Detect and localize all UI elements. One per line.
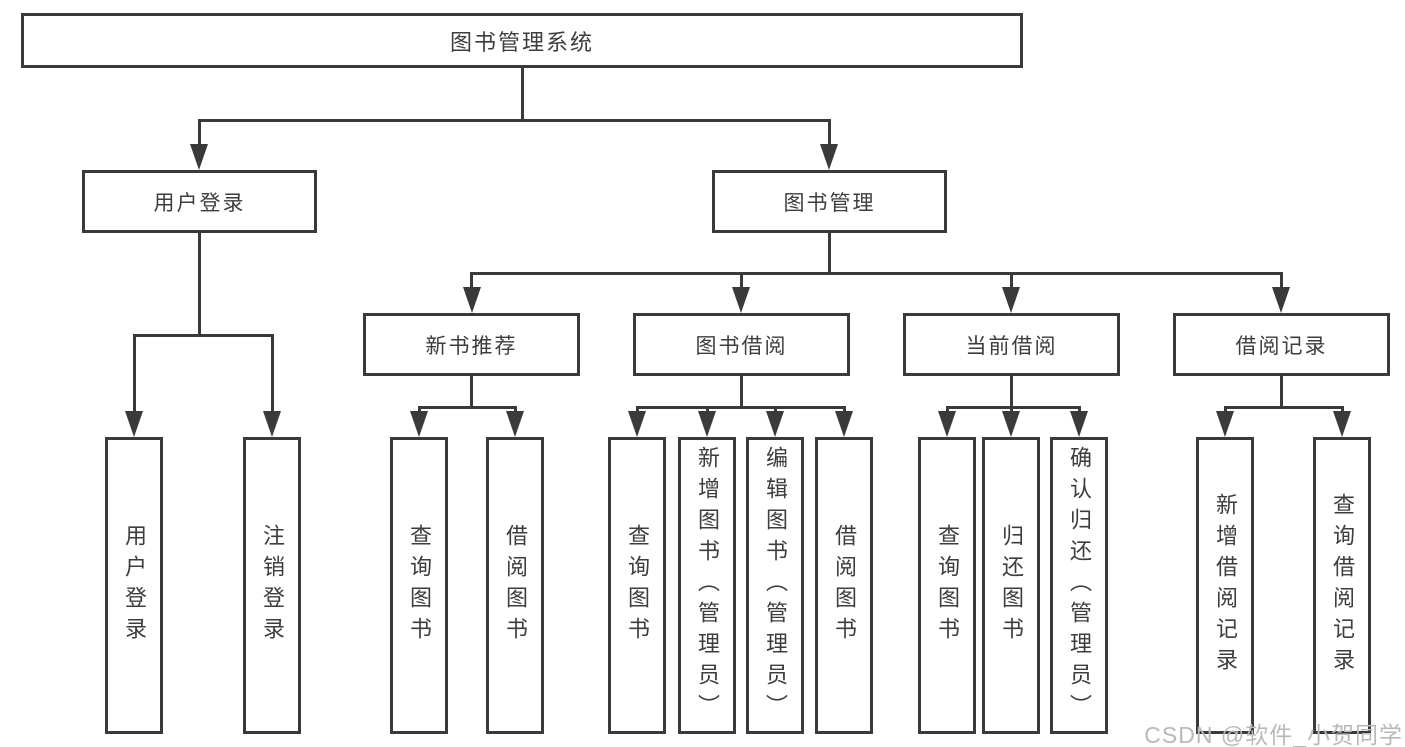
connector-current-stub xyxy=(1010,376,1013,407)
node-label: 查询图书 xyxy=(625,523,650,648)
node-label: 归还图书 xyxy=(999,523,1024,648)
connector-root-stub xyxy=(520,68,524,120)
node-label: 新书推荐 xyxy=(425,334,518,358)
leaf-borrowing-borrow-books: 借阅图书 xyxy=(815,437,873,734)
node-user-login: 用户登录 xyxy=(82,170,317,233)
arrow-down-icon xyxy=(1002,287,1020,313)
connector-arrow-shaft xyxy=(1223,407,1227,413)
leaf-borrowing-add-books-admin: 新增图书（管理员） xyxy=(678,437,736,734)
connector-arrow-shaft xyxy=(740,273,743,289)
connector-recommend-stub xyxy=(470,376,473,407)
leaf-logout: 注销登录 xyxy=(243,437,301,734)
arrow-down-icon xyxy=(1070,411,1088,437)
connector-arrow-shaft xyxy=(1280,273,1283,289)
arrow-down-icon xyxy=(506,411,524,437)
connector-arrow-shaft xyxy=(773,407,777,413)
node-label: 图书管理系统 xyxy=(449,29,594,55)
arrow-down-icon xyxy=(1002,411,1020,437)
connector-records-stub xyxy=(1280,376,1283,407)
arrow-down-icon xyxy=(463,287,481,313)
connector-user-login-stub xyxy=(197,233,201,335)
node-current-borrowing: 当前借阅 xyxy=(903,313,1120,376)
arrow-down-icon xyxy=(1272,287,1290,313)
connector-arrow-shaft xyxy=(470,273,473,289)
connector-arrow-shaft xyxy=(1009,407,1013,413)
connector-current-split xyxy=(945,405,1081,409)
connector-arrow-shaft xyxy=(842,407,846,413)
connector-arrow-shaft xyxy=(513,407,517,413)
node-label: 借阅图书 xyxy=(503,523,528,648)
arrow-down-icon xyxy=(835,411,853,437)
arrow-down-icon xyxy=(820,144,838,170)
leaf-current-query-books: 查询图书 xyxy=(918,437,976,734)
connector-arrow-shaft xyxy=(1340,407,1344,413)
leaf-records-query-record: 查询借阅记录 xyxy=(1313,437,1371,734)
node-label: 注销登录 xyxy=(260,523,285,648)
node-label: 查询图书 xyxy=(407,523,432,648)
leaf-recommend-borrow-books: 借阅图书 xyxy=(486,437,544,734)
node-label: 图书管理 xyxy=(783,191,876,215)
node-label: 确认归还（管理员） xyxy=(1067,446,1092,725)
node-borrowing-records: 借阅记录 xyxy=(1173,313,1390,376)
leaf-user-login: 用户登录 xyxy=(105,437,163,734)
connector-user-login-split xyxy=(132,333,274,337)
arrow-down-icon xyxy=(628,411,646,437)
connector-arrow-shaft xyxy=(705,407,709,413)
arrow-down-icon xyxy=(698,411,716,437)
leaf-borrowing-edit-books-admin: 编辑图书（管理员） xyxy=(746,437,804,734)
watermark: CSDN @软件_小贺同学 xyxy=(1144,722,1403,747)
node-label: 借阅记录 xyxy=(1235,334,1328,358)
node-book-borrowing: 图书借阅 xyxy=(633,313,850,376)
arrow-down-icon xyxy=(766,411,784,437)
node-library-management-system: 图书管理系统 xyxy=(21,13,1023,68)
node-label: 查询图书 xyxy=(935,523,960,648)
arrow-down-icon xyxy=(1333,411,1351,437)
node-label: 当前借阅 xyxy=(965,334,1058,358)
connector-arrow-shaft xyxy=(1077,407,1081,413)
connector-arrow-shaft xyxy=(270,335,274,413)
connector-level3-split xyxy=(470,271,1283,275)
connector-arrow-shaft xyxy=(827,120,831,146)
leaf-borrowing-query-books: 查询图书 xyxy=(608,437,666,734)
arrow-down-icon xyxy=(410,411,428,437)
leaf-current-return-books: 归还图书 xyxy=(982,437,1040,734)
connector-book-mgmt-stub xyxy=(827,233,831,273)
node-label: 新增借阅记录 xyxy=(1213,492,1238,679)
connector-borrowing-stub xyxy=(740,376,743,407)
arrow-down-icon xyxy=(732,287,750,313)
node-label: 用户登录 xyxy=(122,523,147,648)
arrow-down-icon xyxy=(938,411,956,437)
leaf-records-add-record: 新增借阅记录 xyxy=(1196,437,1254,734)
connector-arrow-shaft xyxy=(1010,273,1013,289)
leaf-recommend-query-books: 查询图书 xyxy=(390,437,448,734)
connector-recommend-split xyxy=(417,405,517,409)
node-label: 新增图书（管理员） xyxy=(695,446,720,725)
connector-arrow-shaft xyxy=(945,407,949,413)
connector-arrow-shaft xyxy=(197,120,201,146)
node-label: 借阅图书 xyxy=(832,523,857,648)
arrow-down-icon xyxy=(1216,411,1234,437)
node-label: 查询借阅记录 xyxy=(1330,492,1355,679)
connector-arrow-shaft xyxy=(635,407,639,413)
arrow-down-icon xyxy=(190,144,208,170)
connector-arrow-shaft xyxy=(417,407,421,413)
connector-records-split xyxy=(1223,405,1344,409)
connector-borrowing-split xyxy=(635,405,846,409)
connector-arrow-shaft xyxy=(132,335,136,413)
arrow-down-icon xyxy=(263,411,281,437)
leaf-current-confirm-return-admin: 确认归还（管理员） xyxy=(1050,437,1108,734)
arrow-down-icon xyxy=(125,411,143,437)
node-label: 编辑图书（管理员） xyxy=(763,446,788,725)
node-book-management: 图书管理 xyxy=(712,170,947,233)
connector-level2-split xyxy=(197,118,831,122)
node-new-book-recommendation: 新书推荐 xyxy=(363,313,580,376)
node-label: 图书借阅 xyxy=(695,334,788,358)
node-label: 用户登录 xyxy=(153,191,246,215)
